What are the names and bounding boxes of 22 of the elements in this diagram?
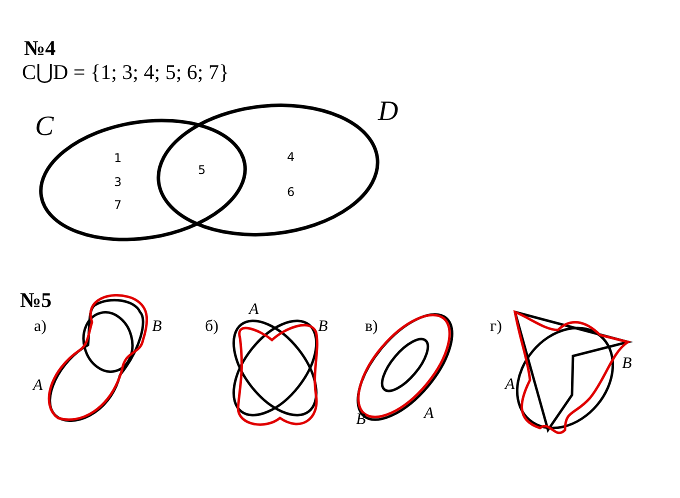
set-label: D [378, 98, 398, 126]
curve-label: B [152, 319, 162, 335]
set-equation: C⋃D = {1; 3; 4; 5; 6; 7} [22, 62, 230, 83]
section-number: №4 [24, 38, 56, 59]
curve-label: A [505, 377, 515, 393]
figure-label: в) [365, 319, 378, 335]
set-element: 3 [114, 176, 122, 188]
figure-label: б) [205, 319, 218, 335]
set-element: 4 [287, 151, 295, 163]
curve-label: B [622, 356, 632, 372]
set-element: 6 [287, 186, 295, 198]
curve-label: A [33, 378, 43, 394]
set-label: C [35, 113, 54, 141]
curve-label: A [249, 302, 259, 318]
figure-label: г) [490, 319, 502, 335]
figure-label: а) [34, 319, 46, 335]
set-element: 1 [114, 152, 122, 164]
curve-label: B [318, 319, 328, 335]
section-number: №5 [20, 290, 52, 311]
set-element: 5 [198, 164, 206, 176]
curve-label: A [424, 406, 434, 422]
set-element: 7 [114, 199, 122, 211]
